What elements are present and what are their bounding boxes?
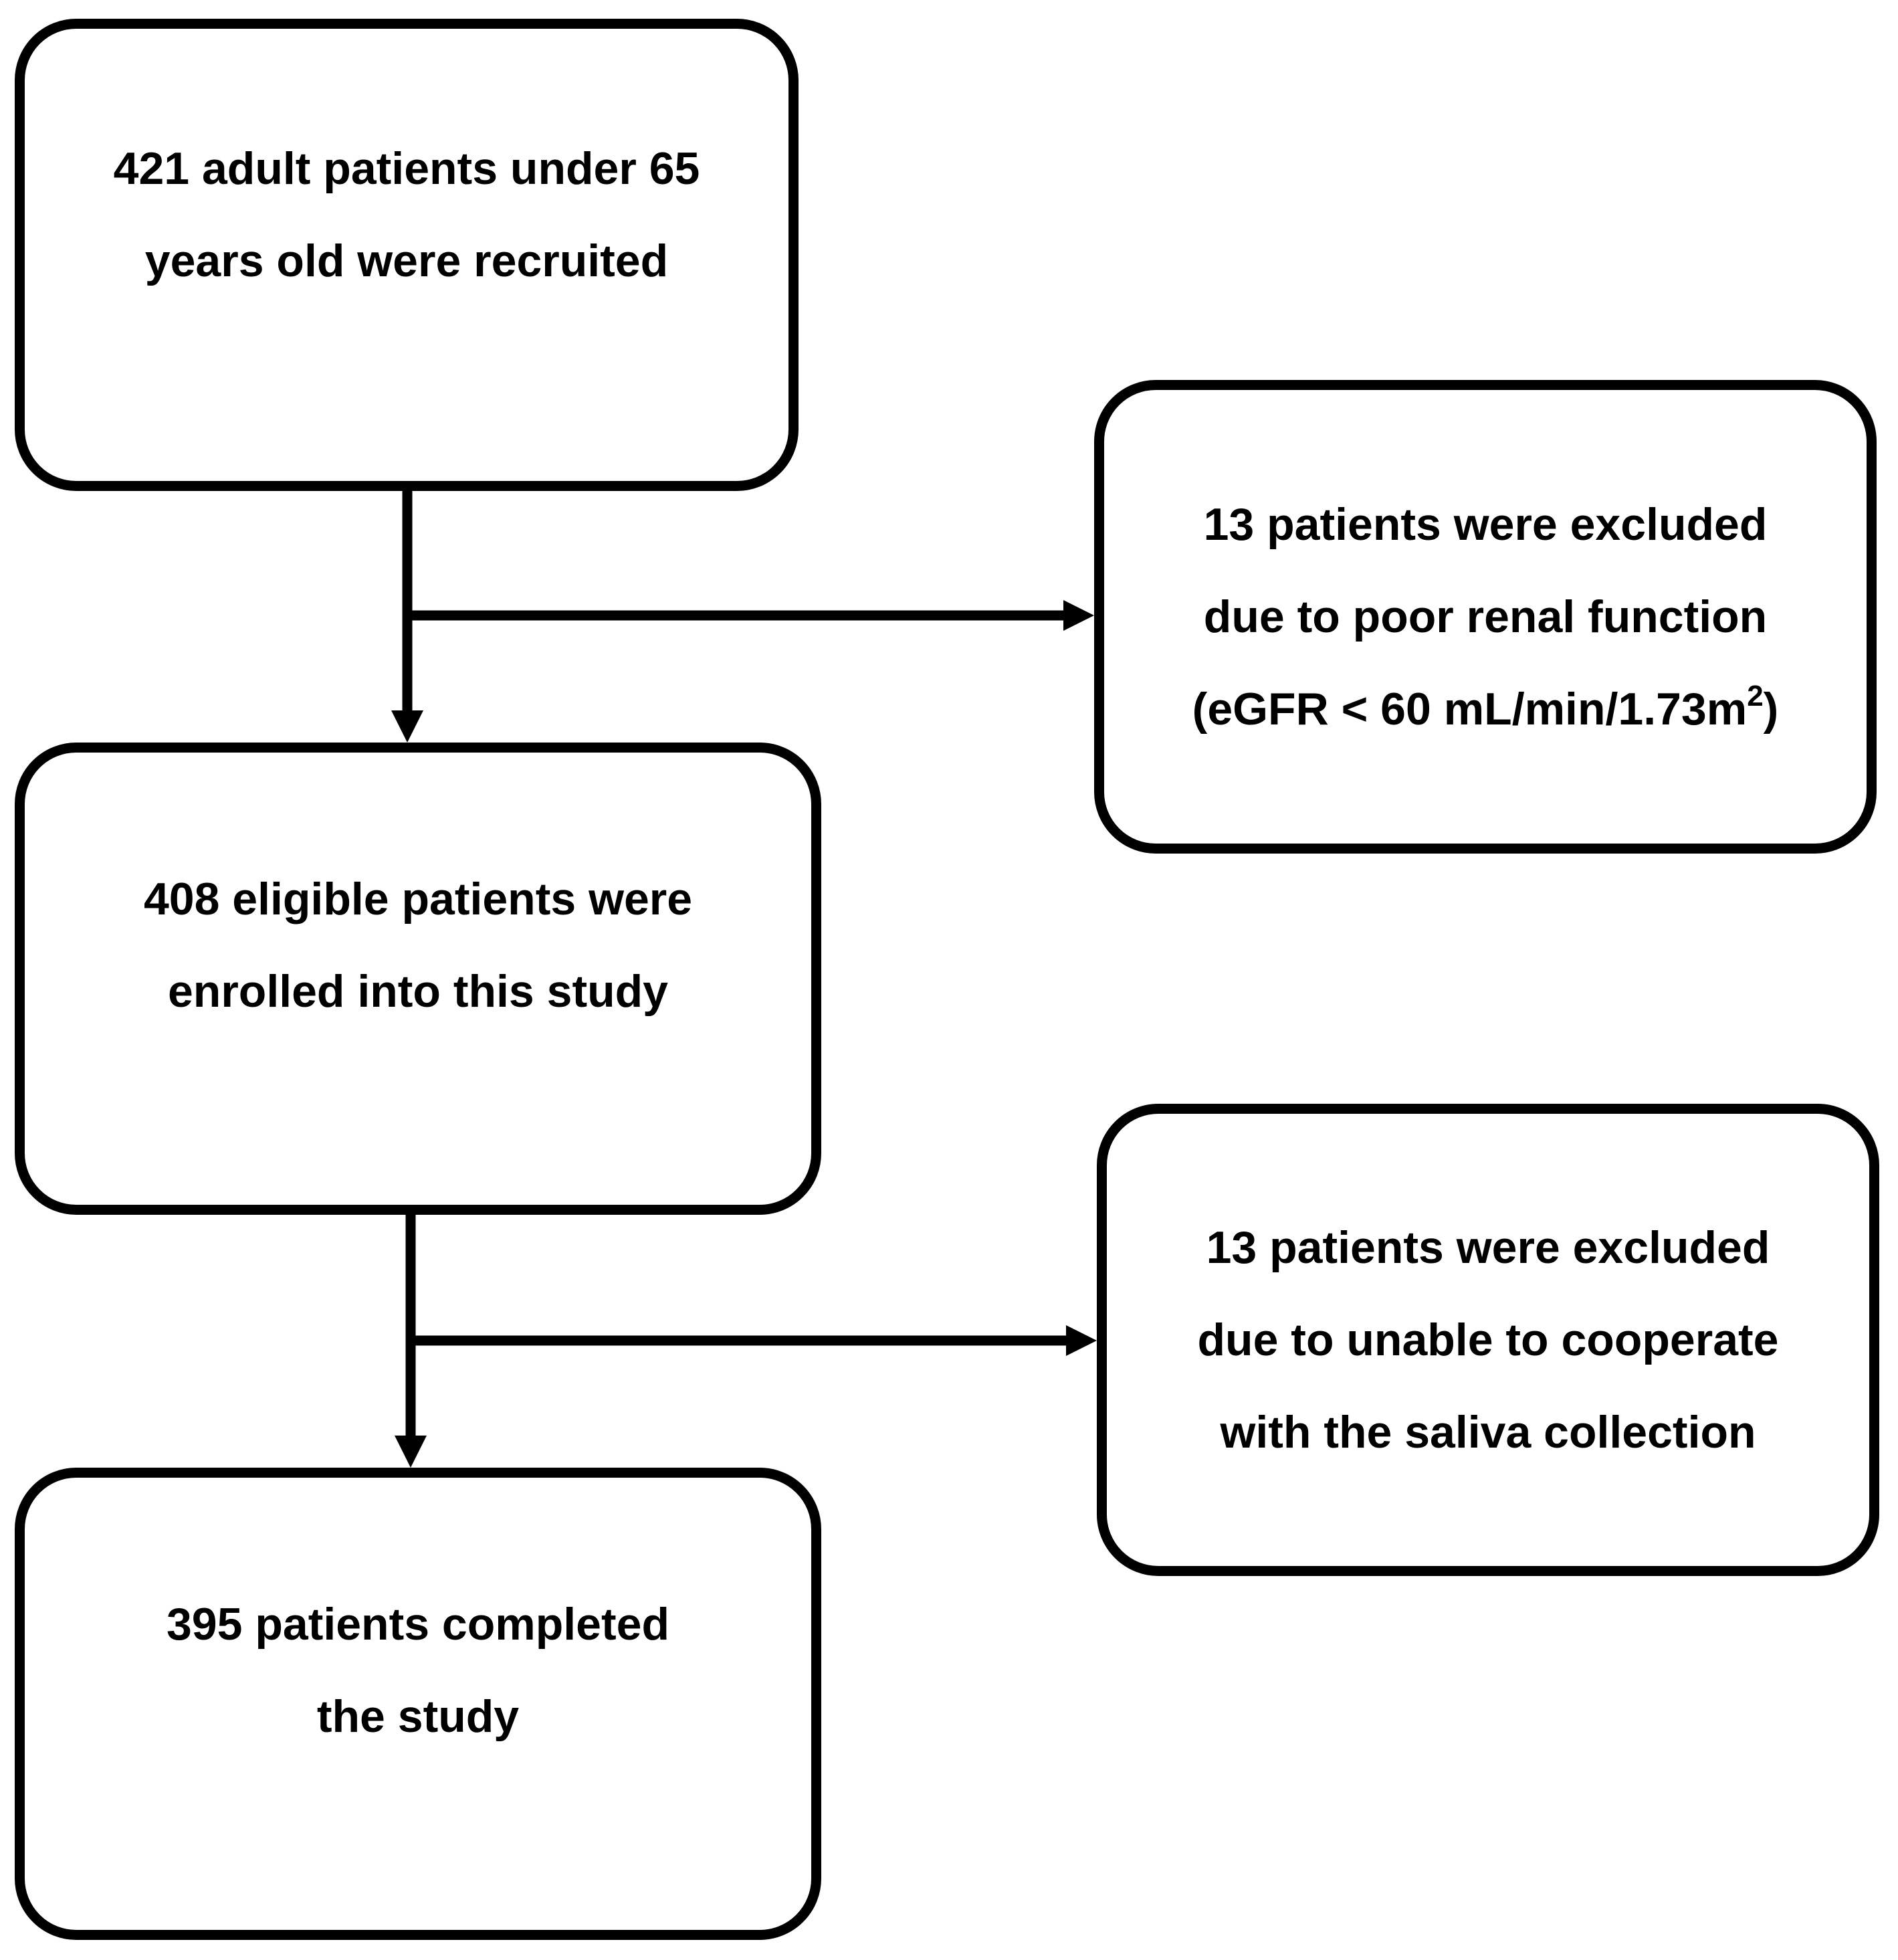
excluded-renal-line-2: due to poor renal function [1203,591,1768,642]
arrowhead-excluded-saliva [1066,1325,1097,1356]
excluded-saliva-line-1: 13 patients were excluded [1206,1222,1770,1273]
excluded-saliva-line-2: due to unable to cooperate [1197,1314,1779,1365]
arrowhead-completed [395,1436,427,1468]
excluded-renal-text: 13 patients were excluded due to poor re… [1192,478,1779,755]
arrowhead-enrolled [391,710,423,743]
recruited-line-2: years old were recruited [144,235,669,286]
recruited-box: 421 adult patients under 65 years old we… [15,19,799,491]
completed-text: 395 patients completed the study [167,1578,669,1763]
excluded-renal-line-3: (eGFR < 60 mL/min/1.73m2) [1192,663,1779,755]
excluded-saliva-text: 13 patients were excluded due to unable … [1198,1201,1779,1478]
close-paren: ) [1763,684,1779,734]
excluded-renal-box: 13 patients were excluded due to poor re… [1094,380,1877,854]
completed-line-1: 395 patients completed [166,1599,670,1650]
enrolled-line-2: enrolled into this study [167,966,669,1017]
egfr-threshold: (eGFR < 60 mL/min/1.73m [1192,684,1748,734]
excluded-saliva-box: 13 patients were excluded due to unable … [1097,1104,1879,1576]
completed-line-2: the study [316,1691,520,1742]
enrolled-text: 408 eligible patients were enrolled into… [144,853,692,1038]
recruited-line-1: 421 adult patients under 65 [113,143,700,194]
enrolled-line-1: 408 eligible patients were [143,874,693,924]
completed-box: 395 patients completed the study [15,1468,821,1940]
excluded-saliva-line-3: with the saliva collection [1220,1407,1756,1458]
excluded-renal-line-1: 13 patients were excluded [1203,499,1768,550]
enrolled-box: 408 eligible patients were enrolled into… [15,743,821,1215]
recruited-text: 421 adult patients under 65 years old we… [114,122,700,307]
arrowhead-excluded-renal [1063,600,1094,631]
superscript-2: 2 [1747,680,1764,712]
